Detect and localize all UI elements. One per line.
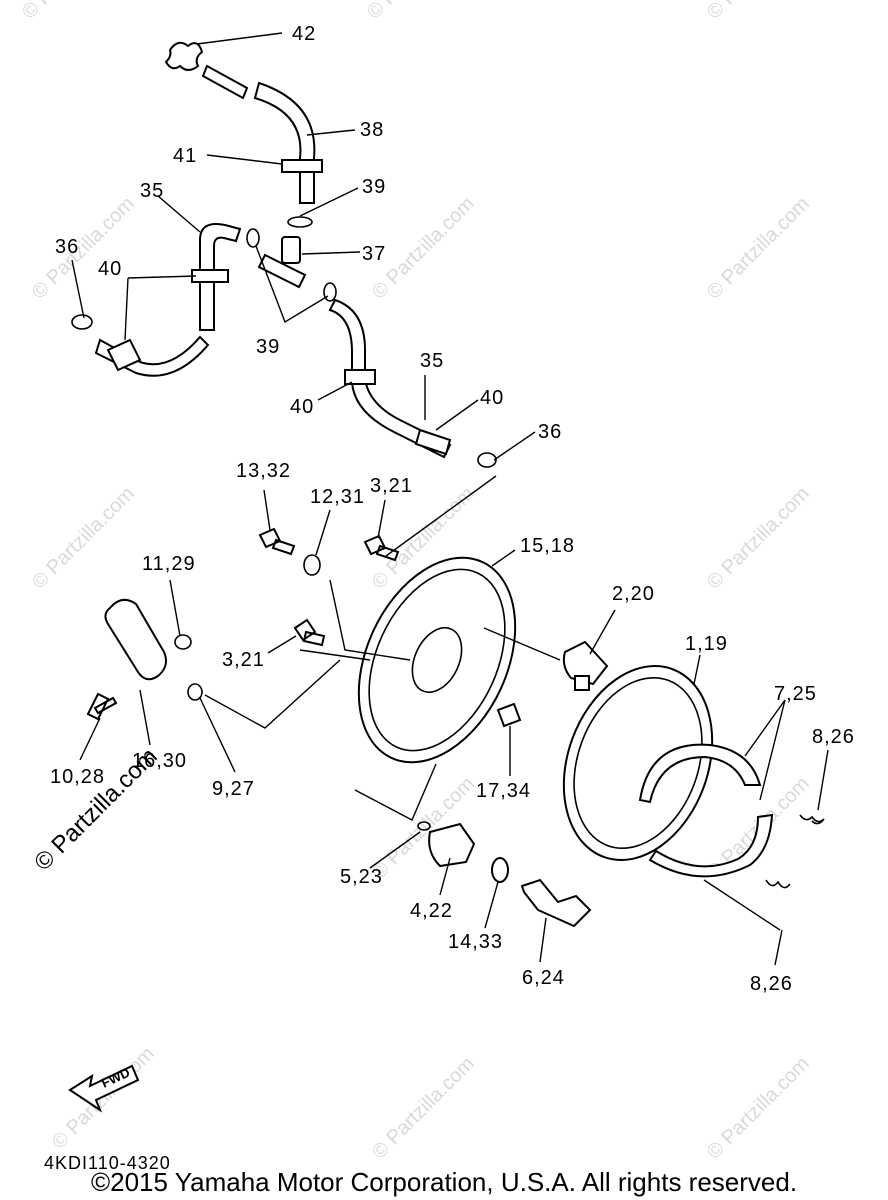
hose-35-left <box>199 223 242 331</box>
callout-3-21: 3,21 <box>370 475 413 497</box>
joint-37-stem <box>281 236 301 264</box>
callout-42: 42 <box>292 23 316 45</box>
callout-9-27: 9,27 <box>212 778 255 800</box>
watermark: © Partzilla.com <box>703 1053 814 1164</box>
camshaft-6-24 <box>520 878 592 928</box>
clamp-41 <box>281 159 323 173</box>
callout-15-18: 15,18 <box>520 535 575 557</box>
bolt-10-28 <box>86 692 118 721</box>
callout-17-34: 17,34 <box>476 780 531 802</box>
washer-9-27 <box>187 683 203 701</box>
brake-drum-1-19 <box>562 665 714 861</box>
breather-hose-assembly <box>71 41 497 468</box>
watermark: © Partzilla.com <box>18 0 129 24</box>
cam-2-20-stem <box>574 675 590 691</box>
spring-8-26-lower <box>765 879 791 889</box>
clip-39-top <box>287 216 313 228</box>
brake-shoe-7-25-lower <box>648 813 774 878</box>
washer-12-31 <box>303 554 321 576</box>
spring-8-26-upper <box>799 814 825 825</box>
brake-plate-15-18 <box>357 556 517 764</box>
brake-assembly <box>86 527 825 928</box>
callout-37: 37 <box>362 243 386 265</box>
callout-6-24: 6,24 <box>522 967 565 989</box>
watermark: © Partzilla.com <box>363 0 474 24</box>
callout-13-32: 13,32 <box>236 460 291 482</box>
washer-14-33 <box>491 857 509 883</box>
copyright-notice: ©2015 Yamaha Motor Corporation, U.S.A. A… <box>90 1167 798 1197</box>
hose-38 <box>201 64 249 100</box>
cam-2-20 <box>562 640 609 686</box>
callout-41: 41 <box>173 145 197 167</box>
brake-plate-hub <box>411 627 463 693</box>
callout-40: 40 <box>480 387 504 409</box>
callout-40: 40 <box>98 258 122 280</box>
watermark: © Partzilla.com <box>368 1053 479 1164</box>
callout-2-20: 2,20 <box>612 583 655 605</box>
watermark: © Partzilla.com <box>28 483 139 594</box>
clip-39-mid <box>246 228 260 248</box>
callout-16-30: 16,30 <box>132 750 187 772</box>
callout-11-29: 11,29 <box>142 553 196 575</box>
joint-37 <box>257 253 307 289</box>
clamp-40-lower <box>106 338 142 372</box>
watermark: © Partzilla.com <box>48 1043 159 1154</box>
seal-5-23 <box>417 821 431 831</box>
cam-4-22 <box>428 822 476 868</box>
diagram-code: 4KDI110-4320 <box>44 1153 171 1173</box>
callout-39: 39 <box>362 176 386 198</box>
bolt-17-34 <box>496 702 522 728</box>
watermark: © Partzilla.com <box>703 0 814 24</box>
watermark: © Partzilla.com <box>28 193 139 304</box>
bolt-13-32 <box>258 527 296 556</box>
callout-14-33: 14,33 <box>448 931 503 953</box>
callout-40: 40 <box>290 396 314 418</box>
callouts: 42 38 41 39 35 37 36 40 39 35 40 40 36 1… <box>50 23 855 995</box>
nut-11-29 <box>174 634 192 650</box>
bolt-3-21-left <box>293 618 326 647</box>
hose-38-upper <box>253 81 316 204</box>
clamp-40-left <box>191 269 229 283</box>
callout-1-19: 1,19 <box>685 633 728 655</box>
callout-3-21: 3,21 <box>222 649 265 671</box>
callout-38: 38 <box>360 119 384 141</box>
brake-drum-rim <box>573 676 703 850</box>
callout-36: 36 <box>55 236 79 258</box>
callout-12-31: 12,31 <box>310 486 365 508</box>
clip-36-right <box>477 452 497 468</box>
callout-36: 36 <box>538 421 562 443</box>
callout-5-23: 5,23 <box>340 866 383 888</box>
clamp-40-right-lower <box>414 428 452 456</box>
callout-7-25: 7,25 <box>774 683 817 705</box>
clamp-40-right-upper <box>344 369 376 385</box>
watermark: © Partzilla.com <box>703 193 814 304</box>
brake-plate-rim <box>368 568 506 752</box>
callout-8-26: 8,26 <box>812 726 855 748</box>
callout-35: 35 <box>140 180 164 202</box>
callout-8-26: 8,26 <box>750 973 793 995</box>
hose-35-right <box>328 298 452 459</box>
clip-39-right <box>323 282 337 302</box>
camshaft-lever-16-30 <box>104 598 167 681</box>
callout-10-28: 10,28 <box>50 766 105 788</box>
bolt-3-21-top <box>363 534 400 562</box>
callout-4-22: 4,22 <box>410 900 453 922</box>
callout-39: 39 <box>256 336 280 358</box>
brake-shoe-7-25 <box>638 743 762 804</box>
clip-42 <box>164 41 204 71</box>
clip-36-left <box>71 314 93 330</box>
callout-35: 35 <box>420 350 444 372</box>
leader-lines <box>71 32 829 966</box>
watermark: © Partzilla.com <box>703 483 814 594</box>
